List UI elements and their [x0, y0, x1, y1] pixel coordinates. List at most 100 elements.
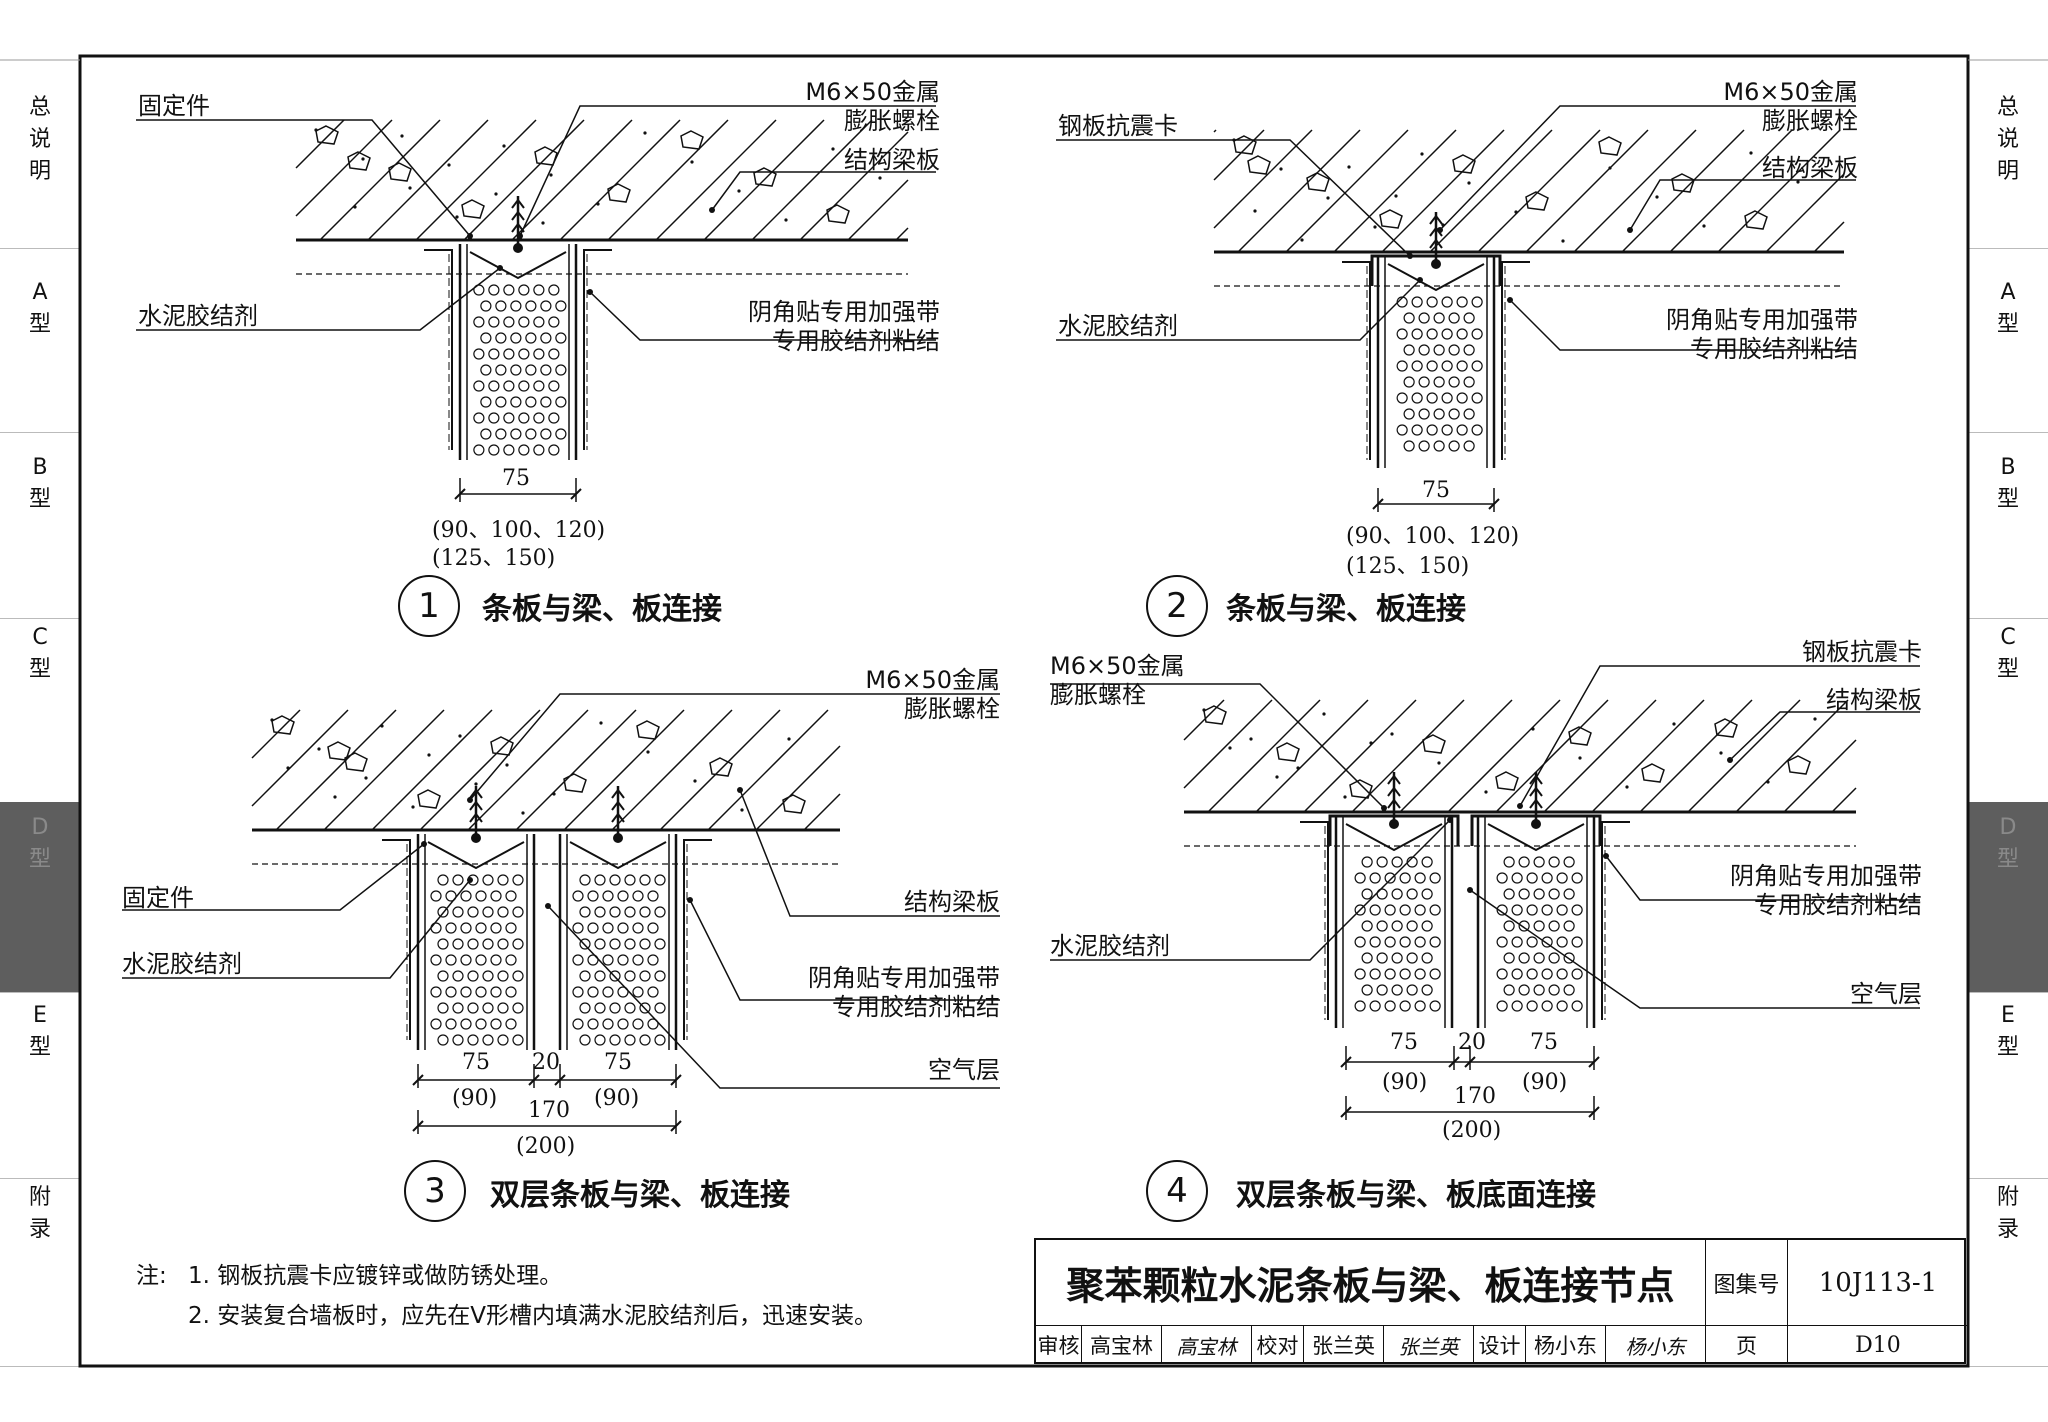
d1-aggregate [315, 125, 339, 145]
d1-sand-dot [831, 147, 835, 151]
d2-bead [1426, 360, 1438, 372]
d2-v-groove [1387, 263, 1485, 292]
d4-bead [1541, 904, 1553, 916]
d2-bead [1456, 424, 1468, 436]
d2-bead [1441, 360, 1453, 372]
d1-bead [480, 332, 492, 344]
review-label: 审核 [1036, 1326, 1082, 1364]
d2-bead [1471, 328, 1483, 340]
d3-bead [467, 938, 479, 950]
d4-dim-tick [1588, 1106, 1600, 1118]
d3-sand-dot [787, 737, 791, 741]
d4-dim-a: 75 [1390, 1030, 1418, 1055]
d3-bead [497, 874, 509, 886]
d3-bead [482, 970, 494, 982]
d3-bead [467, 1002, 479, 1014]
d4-bead [1518, 984, 1530, 996]
reviewer-name: 高宝林 [1082, 1326, 1162, 1364]
d4-clip-label: 钢板抗震卡 [1802, 638, 1922, 666]
d1-bead [548, 348, 560, 360]
d3-bead [490, 986, 502, 998]
d2-hatch [1381, 129, 1505, 253]
d4-hatch [1207, 699, 1321, 813]
d2-bead [1433, 408, 1445, 420]
d3-hatch [419, 709, 541, 831]
d2-bead [1396, 328, 1408, 340]
side-tab-2[interactable]: B 型 [1996, 455, 2019, 512]
d4-sand-dot [1531, 727, 1535, 731]
side-tab-4[interactable]: D 型 [1968, 802, 2048, 992]
d1-bead [503, 348, 515, 360]
d1-bead [473, 348, 485, 360]
d3-bolt-thread [611, 812, 625, 823]
d4-v-groove [1487, 823, 1585, 852]
d3-bead [617, 922, 629, 934]
d4-bead [1496, 936, 1508, 948]
d3-bead [467, 906, 479, 918]
d3-bead [572, 922, 584, 934]
d1-bead [510, 396, 522, 408]
d3-sand-dot [380, 724, 384, 728]
d2-bead [1403, 312, 1415, 324]
d1-bead [548, 380, 560, 392]
d2-bead [1463, 440, 1475, 452]
d1-hatch [751, 119, 873, 241]
side-tab-6[interactable]: 附 录 [1996, 1185, 2019, 1242]
side-tab-2[interactable]: B 型 [28, 455, 51, 512]
side-tab-0[interactable]: 总 说 明 [28, 95, 51, 184]
d4-bead [1384, 968, 1396, 980]
d4-bead [1511, 1000, 1523, 1012]
d2-dim-alt1: (90、100、120) [1346, 524, 1520, 549]
side-tab-3[interactable]: C 型 [1996, 625, 2019, 682]
d3-aggregate [709, 757, 733, 777]
side-tab-5[interactable]: E 型 [1996, 1003, 2019, 1060]
d4-number-circle: 4 [1146, 1160, 1208, 1222]
d1-sand-dot [361, 157, 365, 161]
d4-bead [1526, 1000, 1538, 1012]
d2-aggregate [1598, 136, 1622, 156]
d4-bead [1406, 984, 1418, 996]
side-tab-1[interactable]: A 型 [1996, 280, 2019, 337]
d4-corner-tape [1300, 821, 1329, 1020]
side-tab-0[interactable]: 总 说 明 [1996, 95, 2019, 184]
d4-bead [1563, 856, 1575, 868]
d3-bead [512, 1002, 524, 1014]
d1-hatch [847, 179, 909, 241]
reviewer-signature: 高宝林 [1162, 1326, 1252, 1364]
side-tab-1[interactable]: A 型 [28, 280, 51, 337]
d1-hatch [559, 119, 681, 241]
d4-bead [1421, 920, 1433, 932]
d3-bead [475, 954, 487, 966]
atlas-no-label: 图集号 [1706, 1240, 1788, 1326]
d3-bead [632, 986, 644, 998]
d4-sand-dot [1390, 732, 1394, 736]
d3-sand-dot [505, 763, 509, 767]
side-tab-3[interactable]: C 型 [28, 625, 51, 682]
d3-bead [579, 1002, 591, 1014]
d1-hatch [511, 119, 633, 241]
d4-bead [1511, 968, 1523, 980]
d3-bead [572, 1018, 584, 1030]
d4-cement-leader-dot [1447, 817, 1453, 823]
d1-hatch [607, 119, 729, 241]
d1-fastener-leader-dot [467, 233, 473, 239]
d2-bead [1426, 424, 1438, 436]
d3-bead [482, 874, 494, 886]
d3-dim-b-alt: (90) [594, 1086, 640, 1111]
d3-bead [512, 938, 524, 950]
side-tab-5[interactable]: E 型 [28, 1003, 51, 1060]
side-tab-4[interactable]: D 型 [0, 802, 80, 992]
d3-bead [639, 970, 651, 982]
side-tab-6[interactable]: 附 录 [28, 1185, 51, 1242]
page-number: D10 [1855, 1332, 1901, 1358]
d3-sand-dot [317, 747, 321, 751]
d3-bead [587, 922, 599, 934]
d4-bead [1526, 904, 1538, 916]
d2-bead [1418, 312, 1430, 324]
d4-bead [1354, 936, 1366, 948]
d4-dim-tick [1448, 1056, 1460, 1068]
d2-bead [1471, 296, 1483, 308]
d1-bead [488, 380, 500, 392]
d4-bead [1354, 1000, 1366, 1012]
d3-sand-dot [474, 782, 478, 786]
